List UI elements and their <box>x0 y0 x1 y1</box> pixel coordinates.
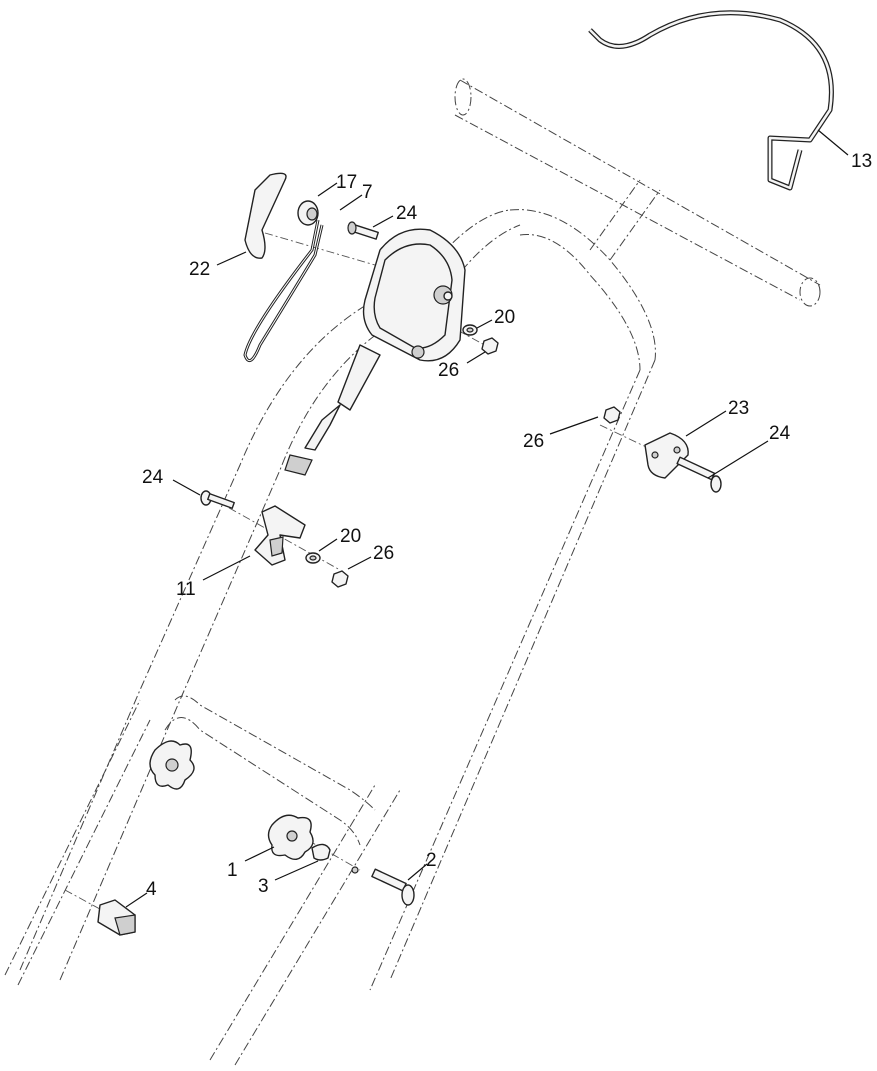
callout-7: 7 <box>362 182 373 203</box>
callout-2: 2 <box>426 850 437 871</box>
part-26-nut-left <box>331 570 349 588</box>
callout-4: 4 <box>146 879 157 900</box>
part-26-nut-upper <box>481 337 499 355</box>
callout-26-left: 26 <box>373 543 394 564</box>
callout-20-upper: 20 <box>494 307 515 328</box>
callout-labels: 13 17 7 24 22 20 26 23 24 26 24 20 26 11… <box>142 151 872 900</box>
callout-24-upper: 24 <box>396 203 418 224</box>
part-2-carriage-bolt <box>351 866 415 906</box>
cable-assembly <box>284 344 381 476</box>
callout-24-left: 24 <box>142 467 164 488</box>
knob-lower-left <box>149 740 195 790</box>
part-24-bolt-left <box>200 490 235 509</box>
part-7-rope <box>243 219 324 363</box>
callout-24-right: 24 <box>769 423 791 444</box>
part-26-nut-right <box>603 406 621 424</box>
callout-11: 11 <box>176 579 196 600</box>
part-3-washer <box>311 843 331 861</box>
handle-frame-phantom <box>4 78 821 1066</box>
part-11-cable-clip <box>254 505 306 566</box>
part-24-bolt-upper <box>347 221 379 240</box>
callout-13: 13 <box>851 151 872 172</box>
part-20-washer-upper <box>462 324 478 336</box>
leader-lines <box>125 129 849 908</box>
callout-22: 22 <box>189 259 210 280</box>
callout-1: 1 <box>227 860 238 881</box>
callout-26-right: 26 <box>523 431 544 452</box>
callout-26-upper: 26 <box>438 360 459 381</box>
part-20-washer-left <box>305 552 321 564</box>
callout-23: 23 <box>728 398 749 419</box>
part-4-adjuster <box>97 899 136 936</box>
part-13-bail <box>588 10 834 191</box>
part-1-knob <box>267 814 314 860</box>
control-housing <box>362 228 466 362</box>
callout-20-left: 20 <box>340 526 361 547</box>
part-24-bolt-right <box>676 456 722 493</box>
callout-17: 17 <box>336 172 357 193</box>
part-22-cover <box>244 172 287 259</box>
callout-3: 3 <box>258 876 269 897</box>
part-23-bracket <box>644 432 689 479</box>
part-17-knob <box>297 200 319 226</box>
